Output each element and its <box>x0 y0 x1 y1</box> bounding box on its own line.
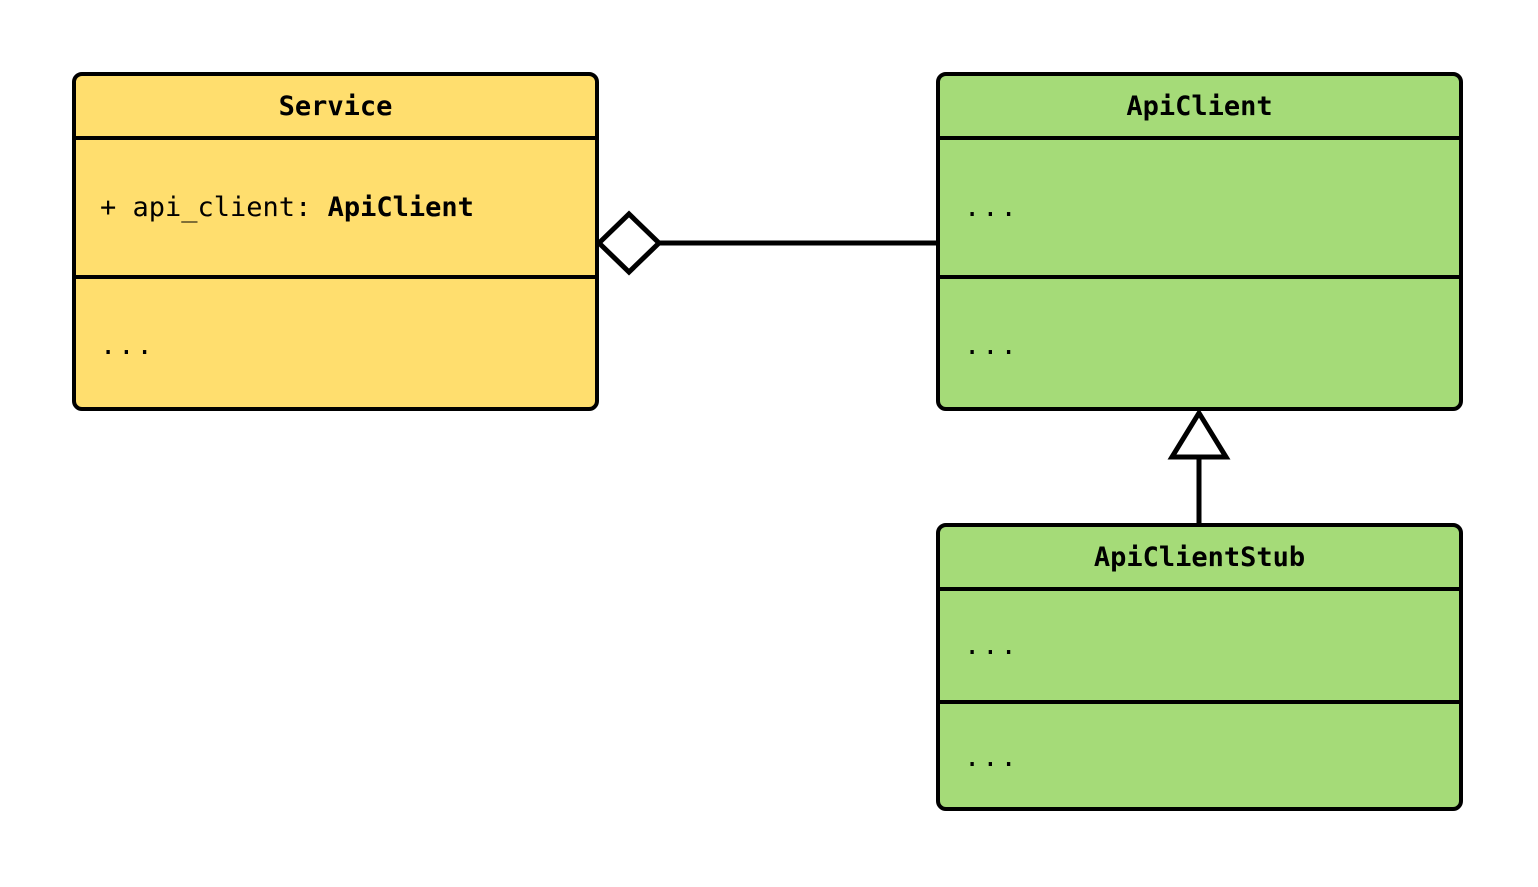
class-attributes-apiclientstub: ... <box>940 591 1459 700</box>
attribute-name-api-client: + api_client: <box>100 192 328 223</box>
operations-ellipsis: ... <box>964 329 1019 361</box>
class-operations-apiclientstub: ... <box>940 700 1459 807</box>
operations-ellipsis: ... <box>100 329 155 361</box>
hollow-triangle-icon <box>1167 408 1231 460</box>
relationship-generalization-apiclientstub-apiclient[interactable] <box>1167 408 1231 523</box>
attribute-row: + api_client: ApiClient <box>100 192 474 223</box>
uml-class-service[interactable]: Service + api_client: ApiClient ... <box>72 72 599 411</box>
class-operations-service: ... <box>76 275 595 407</box>
class-attributes-apiclient: ... <box>940 140 1459 275</box>
relationship-aggregation-service-apiclient[interactable] <box>595 210 936 276</box>
attributes-ellipsis: ... <box>964 630 1019 661</box>
class-attributes-service: + api_client: ApiClient <box>76 140 595 275</box>
uml-class-apiclient[interactable]: ApiClient ... ... <box>936 72 1463 411</box>
class-operations-apiclient: ... <box>940 275 1459 407</box>
hollow-diamond-icon <box>595 210 663 276</box>
class-title-service: Service <box>76 76 595 140</box>
class-title-apiclient: ApiClient <box>940 76 1459 140</box>
uml-class-apiclientstub[interactable]: ApiClientStub ... ... <box>936 523 1463 811</box>
operations-ellipsis: ... <box>964 742 1019 773</box>
attribute-type-apiclient: ApiClient <box>327 192 474 223</box>
attributes-ellipsis: ... <box>964 192 1019 223</box>
class-title-apiclientstub: ApiClientStub <box>940 527 1459 591</box>
